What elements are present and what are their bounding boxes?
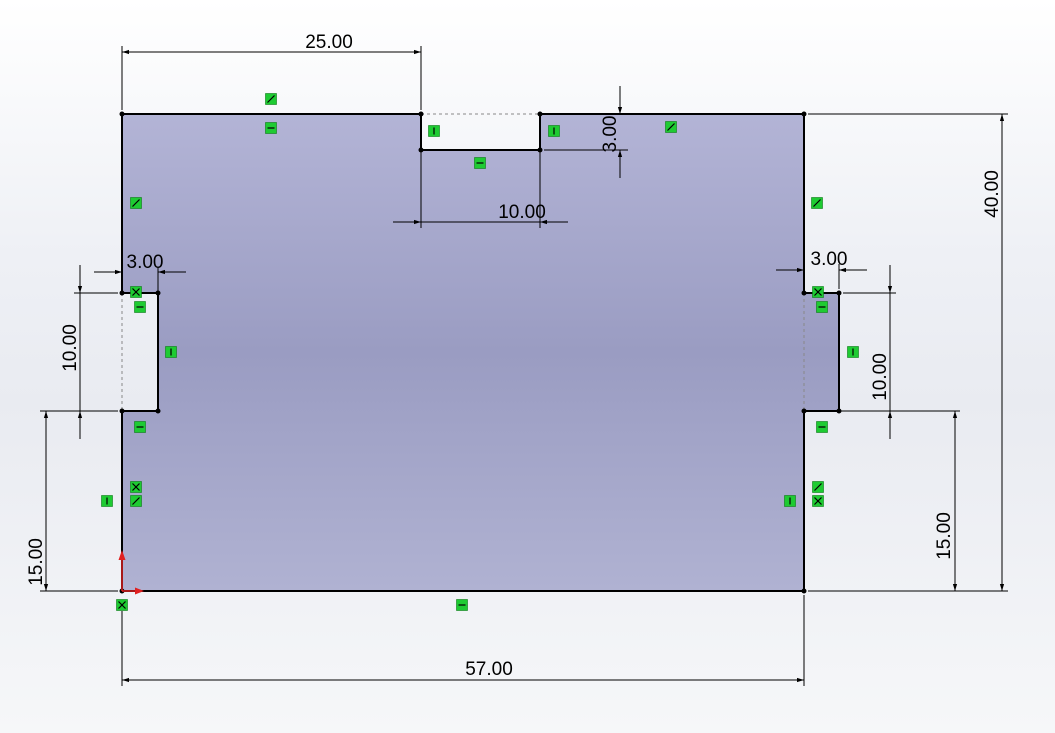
dimension-label[interactable]: 3.00 xyxy=(127,252,164,273)
dimension-label[interactable]: 40.00 xyxy=(982,170,1003,218)
dimension-slot-depth[interactable]: 3.00 xyxy=(544,86,628,178)
dimension-label[interactable]: 10.00 xyxy=(60,324,81,372)
vertex xyxy=(537,147,543,153)
dimension-label[interactable]: 3.00 xyxy=(811,249,848,270)
parallel-relation-icon[interactable] xyxy=(811,197,823,209)
dimension-top-offset[interactable]: 25.00 xyxy=(121,32,422,110)
vertical-relation-icon[interactable] xyxy=(165,346,177,358)
coincident-relation-icon[interactable] xyxy=(116,599,128,611)
dimension-right-notch-height[interactable]: 10.00 xyxy=(843,265,896,439)
vertex xyxy=(119,408,125,414)
vertical-relation-icon[interactable] xyxy=(428,125,440,137)
dimension-overall-width[interactable]: 57.00 xyxy=(121,595,805,686)
vertex xyxy=(537,111,543,117)
parallel-relation-icon[interactable] xyxy=(265,93,277,105)
coincident-relation-icon[interactable] xyxy=(812,495,824,507)
vertex xyxy=(801,290,807,296)
dimension-right-notch-depth[interactable]: 3.00 xyxy=(776,249,867,289)
vertex xyxy=(119,290,125,296)
vertical-relation-icon[interactable] xyxy=(784,495,796,507)
horizontal-relation-icon[interactable] xyxy=(816,421,828,433)
horizontal-relation-icon[interactable] xyxy=(265,122,277,134)
vertex xyxy=(119,111,125,117)
vertex xyxy=(418,147,424,153)
vertex xyxy=(155,408,161,414)
dimension-left-notch-depth[interactable]: 3.00 xyxy=(94,252,186,291)
parallel-relation-icon[interactable] xyxy=(130,197,142,209)
parallel-relation-icon[interactable] xyxy=(812,481,824,493)
sketch-face[interactable] xyxy=(122,114,839,591)
parallel-relation-icon[interactable] xyxy=(130,495,142,507)
dimension-slot-width[interactable]: 10.00 xyxy=(393,152,568,228)
dimension-label[interactable]: 10.00 xyxy=(870,353,891,401)
dimension-left-notch-height[interactable]: 10.00 xyxy=(60,265,118,439)
horizontal-relation-icon[interactable] xyxy=(816,301,828,313)
dimension-label[interactable]: 10.00 xyxy=(498,202,546,223)
vertex xyxy=(801,408,807,414)
vertex xyxy=(155,290,161,296)
vertex xyxy=(801,111,807,117)
vertex xyxy=(836,290,842,296)
parallel-relation-icon[interactable] xyxy=(665,121,677,133)
vertical-relation-icon[interactable] xyxy=(548,125,560,137)
sketch-origin[interactable] xyxy=(118,550,145,595)
horizontal-relation-icon[interactable] xyxy=(474,157,486,169)
dimension-label[interactable]: 15.00 xyxy=(934,512,955,560)
relation-markers xyxy=(101,93,859,611)
horizontal-relation-icon[interactable] xyxy=(134,421,146,433)
coincident-relation-icon[interactable] xyxy=(130,286,142,298)
sketch-vertices xyxy=(119,111,842,594)
vertex xyxy=(418,111,424,117)
dimension-label[interactable]: 57.00 xyxy=(465,659,513,680)
coincident-relation-icon[interactable] xyxy=(812,286,824,298)
coincident-relation-icon[interactable] xyxy=(130,481,142,493)
horizontal-relation-icon[interactable] xyxy=(134,301,146,313)
dimension-label[interactable]: 15.00 xyxy=(26,538,47,586)
horizontal-relation-icon[interactable] xyxy=(456,599,468,611)
dimension-right-notch-bottom[interactable]: 15.00 xyxy=(808,410,960,592)
vertical-relation-icon[interactable] xyxy=(101,495,113,507)
vertex xyxy=(801,588,807,594)
vertical-relation-icon[interactable] xyxy=(847,346,859,358)
dimension-left-notch-bottom[interactable]: 15.00 xyxy=(26,410,118,592)
dimension-label[interactable]: 3.00 xyxy=(600,116,621,153)
dimension-label[interactable]: 25.00 xyxy=(305,32,353,53)
